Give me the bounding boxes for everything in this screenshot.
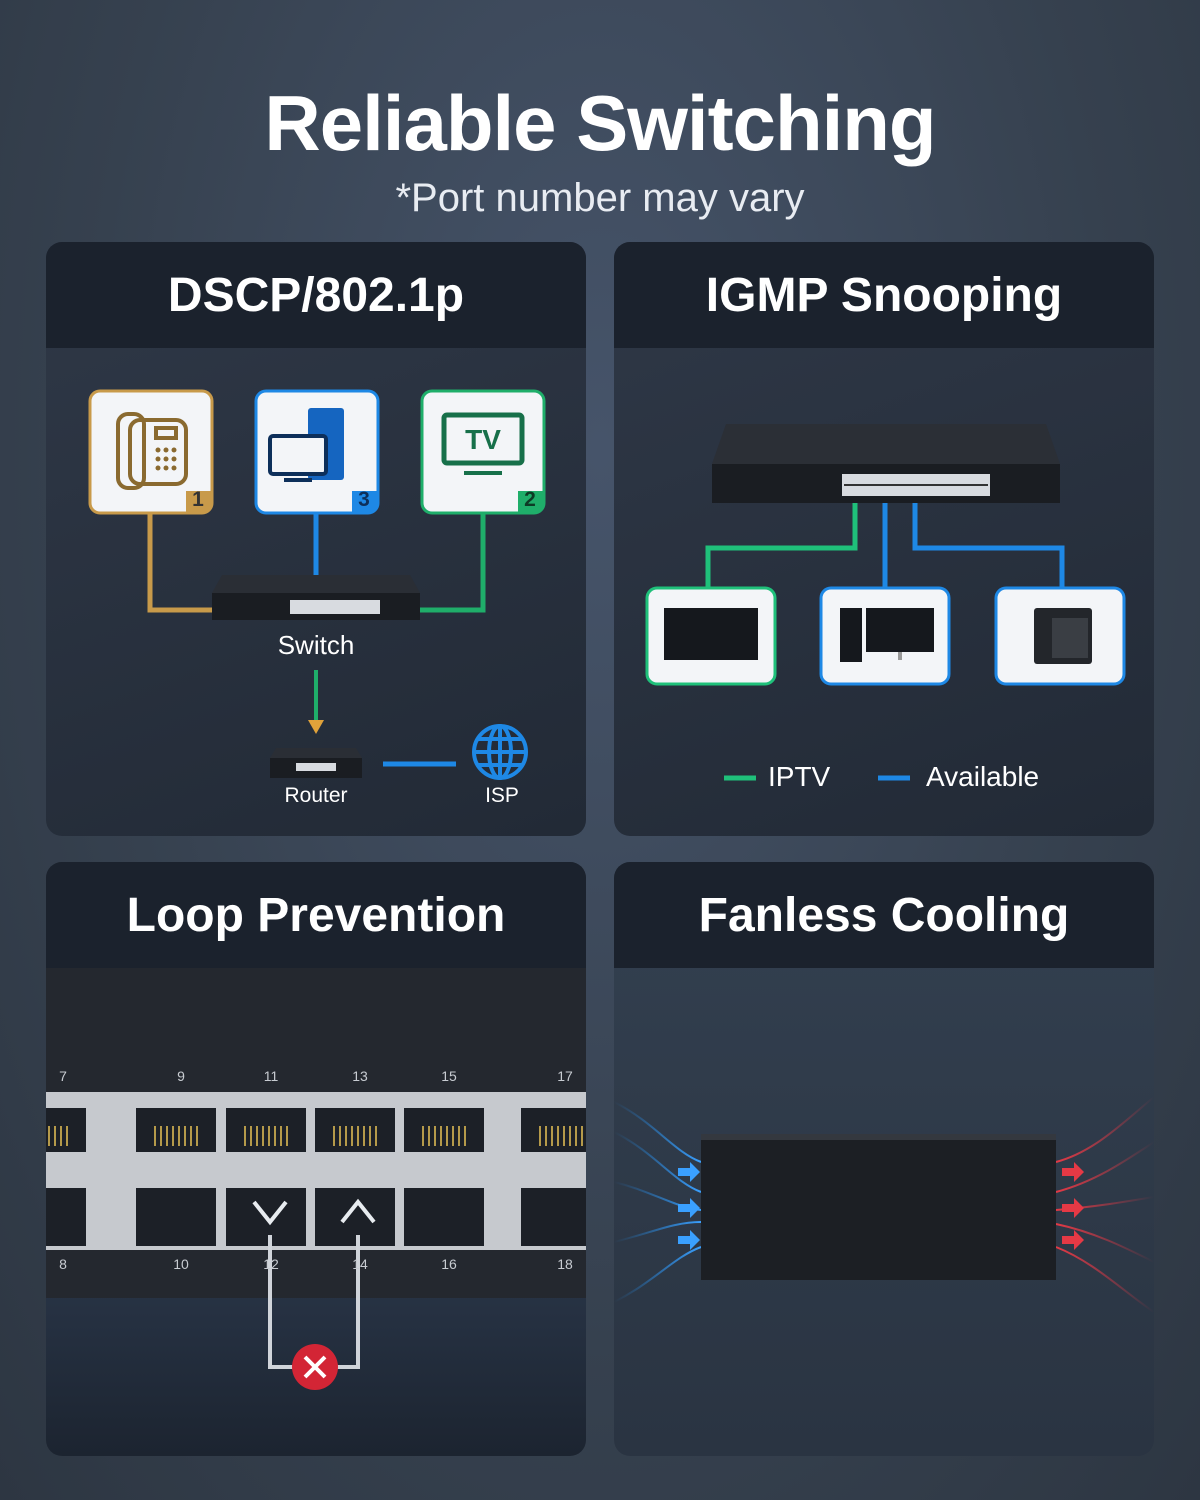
blocked-icon xyxy=(292,1344,338,1390)
router-label: Router xyxy=(284,784,348,807)
router-image xyxy=(270,748,362,778)
port-number: 18 xyxy=(557,1256,573,1272)
panel-title: Fanless Cooling xyxy=(614,862,1154,968)
panel-dscp: DSCP/802.1p 1 3 2 TV Switch Router ISP xyxy=(46,242,586,836)
arrow-up-icon xyxy=(340,1198,376,1224)
tv-icon xyxy=(441,412,525,475)
igmp-diagram xyxy=(645,424,1126,781)
ethernet-port xyxy=(46,1188,86,1246)
priority-badge: 3 xyxy=(358,488,370,511)
port-number: 16 xyxy=(441,1256,457,1272)
port-number: 7 xyxy=(59,1068,67,1084)
switch-label: Switch xyxy=(277,630,355,660)
port-number: 8 xyxy=(59,1256,67,1272)
ethernet-port xyxy=(315,1188,395,1246)
panel-loop: Loop Prevention 7 9 11 13 15 17 8 10 12 14 16 18 xyxy=(46,862,586,1456)
port-number: 9 xyxy=(177,1068,185,1084)
iptv-link xyxy=(705,503,858,588)
priority-badge: 1 xyxy=(192,488,204,511)
cool-arrow-icons xyxy=(678,1162,700,1250)
dscp-diagram xyxy=(88,389,546,780)
port-number: 14 xyxy=(352,1256,368,1272)
ethernet-port xyxy=(521,1188,586,1246)
phone-icon xyxy=(116,412,188,490)
fanless-diagram xyxy=(614,1096,1154,1313)
hot-arrow-icons xyxy=(1062,1162,1084,1250)
computer-icon xyxy=(268,408,344,482)
computer-card xyxy=(819,586,951,686)
legend-iptv: IPTV xyxy=(768,761,831,792)
available-link xyxy=(912,503,1065,588)
computer-card xyxy=(254,389,380,515)
port-number: 15 xyxy=(441,1068,457,1084)
switch-image xyxy=(701,1134,1056,1280)
phone-card xyxy=(88,389,214,515)
nas-card xyxy=(994,586,1126,686)
tv-label: TV xyxy=(465,424,501,455)
port-number: 13 xyxy=(352,1068,368,1084)
switch-image xyxy=(712,424,1060,503)
cool-airflow xyxy=(614,1101,702,1303)
switch-image xyxy=(212,575,420,620)
priority-badge: 2 xyxy=(524,488,536,511)
ethernet-port xyxy=(226,1108,306,1152)
port-number: 10 xyxy=(173,1256,189,1272)
panel-title: Loop Prevention xyxy=(46,862,586,968)
arrow-down-icon xyxy=(252,1200,288,1226)
tv-card xyxy=(645,586,777,686)
port-number: 11 xyxy=(263,1068,279,1084)
panel-igmp: IGMP Snooping IPTV Available xyxy=(614,242,1154,836)
globe-icon xyxy=(472,724,528,780)
port-number: 17 xyxy=(557,1068,573,1084)
ethernet-port xyxy=(315,1108,395,1152)
loop-diagram xyxy=(46,968,586,1390)
page-title: Reliable Switching xyxy=(264,79,936,167)
panel-fanless: Fanless Cooling xyxy=(614,862,1154,1456)
page-subtitle: *Port number may vary xyxy=(395,176,805,220)
green-link xyxy=(420,513,486,613)
ethernet-port xyxy=(136,1188,216,1246)
arrow-down-icon xyxy=(308,720,324,734)
ethernet-port xyxy=(136,1108,216,1152)
panel-title: IGMP Snooping xyxy=(614,242,1154,348)
tv-card xyxy=(420,389,546,515)
ethernet-port xyxy=(404,1188,484,1246)
isp-label: ISP xyxy=(485,784,519,807)
port-number: 12 xyxy=(263,1256,279,1272)
orange-link xyxy=(147,513,212,613)
ethernet-port xyxy=(404,1108,484,1152)
panel-title: DSCP/802.1p xyxy=(46,242,586,348)
legend-available: Available xyxy=(926,761,1040,792)
